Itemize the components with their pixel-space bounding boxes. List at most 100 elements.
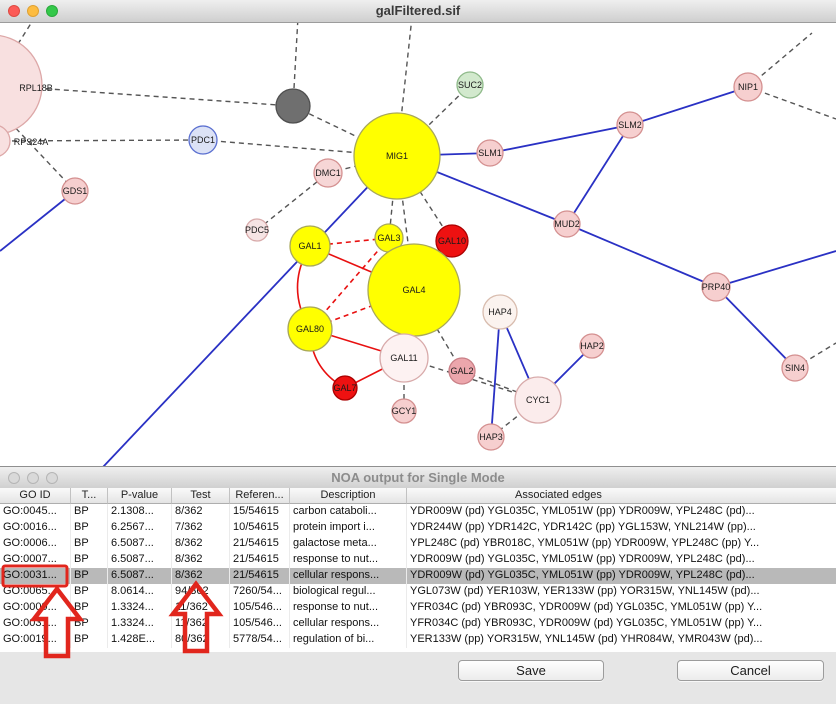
network-node-hap3[interactable]	[477, 423, 505, 451]
close-button[interactable]	[8, 472, 20, 484]
cell-edges: YPL248C (pd) YBR018C, YML051W (pp) YDR00…	[410, 537, 760, 549]
network-node-sin4[interactable]	[781, 354, 809, 382]
minimize-button[interactable]	[27, 472, 39, 484]
cell-edges: YER133W (pp) YOR315W, YNL145W (pd) YHR08…	[410, 633, 763, 645]
cell-p_value: 8.0614...	[108, 584, 172, 600]
network-node-pdc1[interactable]	[188, 125, 218, 155]
cell-reference: 21/54615	[230, 568, 290, 584]
cell-test: 11/362	[172, 600, 230, 616]
node-label: GAL4	[402, 285, 425, 295]
cell-test: 80/362	[172, 632, 230, 648]
close-button[interactable]	[8, 5, 20, 17]
network-canvas[interactable]: RPL18BRPS24AGDS1PDC1DMC1MIG1SUC2SLM1SLM2…	[0, 23, 836, 467]
cell-description: response to nut...	[290, 552, 407, 568]
cell-type: BP	[71, 520, 108, 536]
column-header-type[interactable]: T...	[71, 488, 108, 504]
cell-edges: YGL073W (pd) YER103W, YER133W (pp) YOR31…	[410, 585, 760, 597]
node-label: GAL10	[438, 236, 466, 246]
network-node-slm2[interactable]	[616, 111, 644, 139]
network-edge	[102, 155, 398, 467]
footer: Save Cancel	[0, 652, 836, 704]
window-controls	[8, 5, 58, 17]
cell-p_value: 1.428E...	[108, 632, 172, 648]
node-label: GCY1	[392, 406, 417, 416]
column-header-p_value[interactable]: P-value	[108, 488, 172, 504]
column-header-reference[interactable]: Referen...	[230, 488, 290, 504]
network-node-gal7[interactable]	[332, 375, 358, 401]
cell-type: BP	[71, 536, 108, 552]
cell-test: 8/362	[172, 552, 230, 568]
cell-description: cellular respons...	[290, 568, 407, 584]
cell-test: 7/362	[172, 520, 230, 536]
node-label: NIP1	[738, 82, 758, 92]
network-node-gal11[interactable]	[379, 333, 429, 383]
column-header-edges[interactable]: Associated edges	[407, 488, 836, 504]
cell-reference: 7260/54...	[230, 584, 290, 600]
network-node-gcy1[interactable]	[391, 398, 417, 424]
network-node-gal1[interactable]	[289, 225, 331, 267]
network-node-hap2[interactable]	[579, 333, 605, 359]
network-node-slm1[interactable]	[476, 139, 504, 167]
zoom-button[interactable]	[46, 5, 58, 17]
network-node-mig1[interactable]	[353, 112, 441, 200]
network-edge	[0, 190, 76, 252]
cell-edges: YFR034C (pd) YBR093C, YDR009W (pd) YGL03…	[410, 601, 763, 613]
node-label: CYC1	[526, 395, 550, 405]
network-node-rps24a[interactable]	[0, 125, 11, 157]
cell-reference: 105/546...	[230, 616, 290, 632]
column-header-go_id[interactable]: GO ID	[0, 488, 71, 504]
network-edge	[566, 124, 631, 225]
cell-description: cellular respons...	[290, 616, 407, 632]
network-node-gal80[interactable]	[287, 306, 333, 352]
node-label: GAL1	[298, 241, 321, 251]
network-edge	[715, 250, 836, 288]
node-label: PDC1	[191, 135, 215, 145]
network-node-dmc1[interactable]	[313, 158, 343, 188]
cell-description: protein import i...	[290, 520, 407, 536]
network-node-hap4[interactable]	[482, 294, 518, 330]
network-node-suc2[interactable]	[456, 71, 484, 99]
network-node-mud2[interactable]	[553, 210, 581, 238]
cell-go_id: GO:0007...	[0, 552, 71, 568]
window-title: galFiltered.sif	[375, 3, 461, 18]
cell-go_id: GO:0009...	[0, 600, 71, 616]
minimize-button[interactable]	[27, 5, 39, 17]
cell-edges: YFR034C (pd) YBR093C, YDR009W (pd) YGL03…	[410, 617, 763, 629]
save-button[interactable]: Save	[458, 660, 604, 681]
network-node-cyc1[interactable]	[514, 376, 562, 424]
cell-description: biological regul...	[290, 584, 407, 600]
cell-go_id: GO:0045...	[0, 504, 71, 520]
network-node-gds1[interactable]	[61, 177, 89, 205]
cell-type: BP	[71, 600, 108, 616]
network-node-grayn[interactable]	[275, 88, 311, 124]
cell-reference: 21/54615	[230, 552, 290, 568]
network-node-nip1[interactable]	[733, 72, 763, 102]
cell-type: BP	[71, 504, 108, 520]
cell-reference: 5778/54...	[230, 632, 290, 648]
network-node-gal2[interactable]	[448, 357, 476, 385]
cancel-button[interactable]: Cancel	[677, 660, 824, 681]
node-label: SLM2	[618, 120, 642, 130]
cell-p_value: 6.5087...	[108, 536, 172, 552]
network-node-prp40[interactable]	[701, 272, 731, 302]
column-header-description[interactable]: Description	[290, 488, 407, 504]
cell-reference: 15/54615	[230, 504, 290, 520]
node-label: SIN4	[785, 363, 805, 373]
network-node-rpl18b[interactable]	[0, 34, 43, 136]
zoom-button[interactable]	[46, 472, 58, 484]
node-label: HAP4	[488, 307, 512, 317]
column-header-test[interactable]: Test	[172, 488, 230, 504]
network-node-gal10[interactable]	[435, 224, 469, 258]
cell-test: 94/362	[172, 584, 230, 600]
network-node-pdc5[interactable]	[245, 218, 269, 242]
